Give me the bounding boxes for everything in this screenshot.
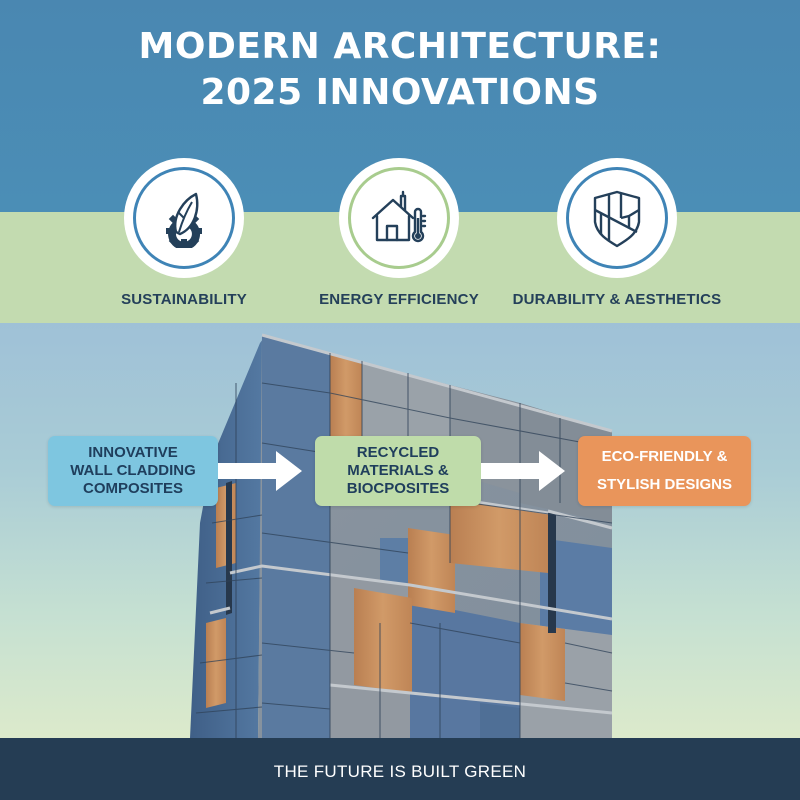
feature-label: DURABILITY & AESTHETICS (512, 291, 722, 308)
shield-panels-icon (593, 190, 641, 248)
feature-icon-ring (127, 161, 241, 275)
title-line-2: 2025 INNOVATIONS (200, 72, 600, 113)
building-illustration (190, 333, 613, 738)
flow-step-line: STYLISH DESIGNS (596, 476, 733, 493)
flow-step-eco-friendly-designs: ECO-FRIENDLY & STYLISH DESIGNS (578, 436, 751, 506)
flow-step-line: INNOVATIVE (88, 444, 178, 461)
flow-step-line: WALL CLADDING (70, 462, 196, 479)
flow-step-recycled-materials: RECYCLED MATERIALS & BIOCPOSITES (315, 436, 481, 506)
feature-sustainability: SUSTAINABILITY (64, 161, 304, 321)
building-scene (0, 323, 800, 738)
footer-tagline: THE FUTURE IS BUILT GREEN (273, 762, 527, 781)
feature-durability-aesthetics: DURABILITY & AESTHETICS (497, 161, 737, 321)
page-title: MODERN ARCHITECTURE: 2025 INNOVATIONS (0, 24, 800, 116)
flow-step-line: COMPOSITES (82, 480, 183, 497)
flow-step-line: ECO-FRIENDLY & (601, 448, 728, 465)
arrow-right-icon (218, 451, 302, 491)
feature-energy-efficiency: ENERGY EFFICIENCY (279, 161, 519, 321)
flow-step-wall-cladding: INNOVATIVE WALL CLADDING COMPOSITES (48, 436, 218, 506)
feature-icon-ring (342, 161, 456, 275)
flow-step-line: MATERIALS & (347, 462, 449, 479)
feature-label: ENERGY EFFICIENCY (319, 291, 479, 308)
title-line-1: MODERN ARCHITECTURE: (138, 26, 662, 67)
flow-step-line: RECYCLED (356, 444, 440, 461)
feature-label: SUSTAINABILITY (121, 291, 247, 308)
feature-icon-ring (560, 161, 674, 275)
footer-banner: THE FUTURE IS BUILT GREEN (0, 738, 800, 800)
leaf-gear-icon (166, 192, 202, 248)
arrow-right-icon (481, 451, 565, 491)
house-thermometer-icon (371, 190, 427, 243)
flow-step-line: BIOCPOSITES (346, 480, 450, 497)
